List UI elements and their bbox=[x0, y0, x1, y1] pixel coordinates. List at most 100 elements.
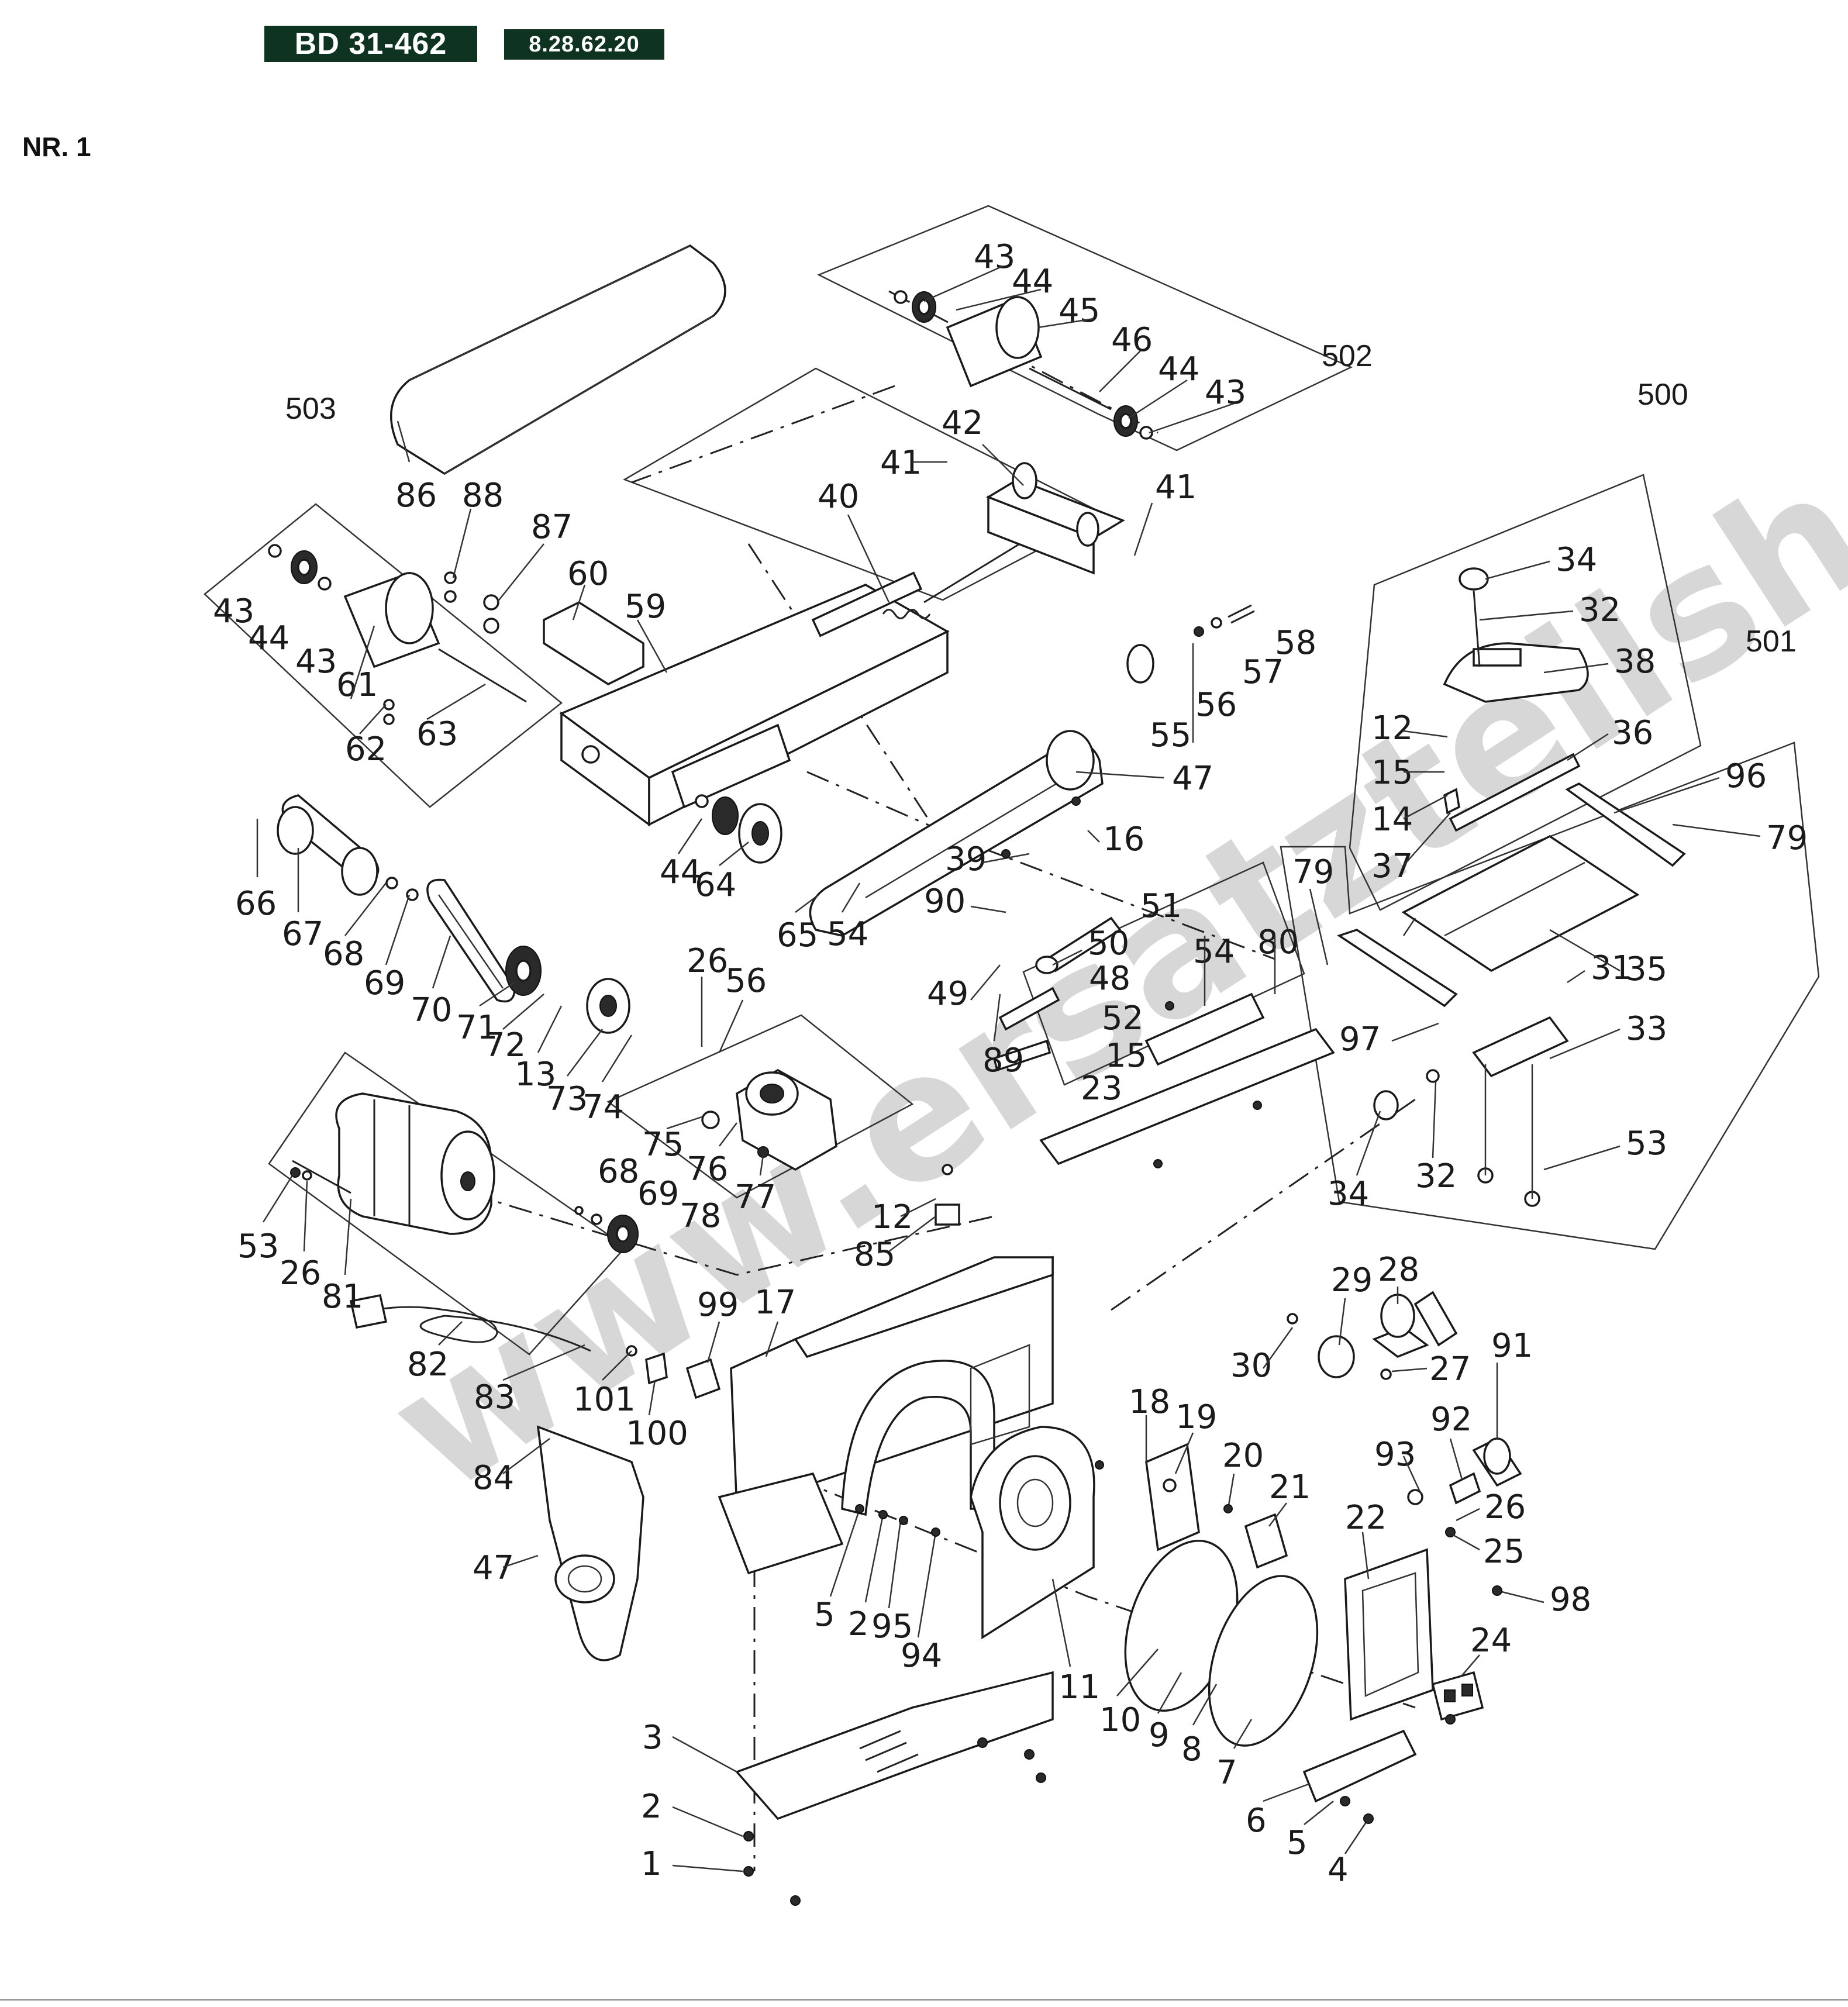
part-label-1: 1 bbox=[641, 1845, 662, 1883]
axis-upper bbox=[631, 385, 895, 484]
part-label-67: 67 bbox=[282, 915, 323, 953]
part-label-94: 94 bbox=[901, 1637, 942, 1675]
part-label-19: 19 bbox=[1175, 1398, 1217, 1436]
fasteners bbox=[743, 796, 1502, 1906]
part-label-28: 28 bbox=[1378, 1251, 1419, 1289]
base-cabinet bbox=[718, 1256, 1054, 1575]
group-500-outline bbox=[1349, 474, 1702, 911]
part-label-71: 71 bbox=[456, 1009, 498, 1047]
part-label-96: 96 bbox=[1725, 757, 1767, 795]
part-label-48: 48 bbox=[1089, 960, 1130, 998]
part-label-100: 100 bbox=[626, 1415, 688, 1453]
part-label-60: 60 bbox=[567, 555, 609, 593]
tension-bracket bbox=[986, 462, 1125, 575]
part-label-69: 69 bbox=[637, 1175, 679, 1213]
part-label-41: 41 bbox=[1155, 468, 1197, 506]
part-label-44: 44 bbox=[1158, 350, 1199, 388]
part-label-4: 4 bbox=[1328, 1851, 1349, 1889]
part-label-15: 15 bbox=[1371, 754, 1413, 792]
part-label-62: 62 bbox=[345, 730, 387, 768]
part-label-3: 3 bbox=[642, 1719, 663, 1757]
part-label-88: 88 bbox=[462, 477, 504, 515]
part-label-81: 81 bbox=[322, 1278, 363, 1316]
part-label-82: 82 bbox=[407, 1346, 449, 1384]
part-label-70: 70 bbox=[411, 991, 452, 1029]
part-label-11: 11 bbox=[1059, 1668, 1100, 1706]
article-code-badge: 8.28.62.20 bbox=[504, 29, 664, 60]
part-label-16: 16 bbox=[1103, 820, 1144, 858]
part-label-26: 26 bbox=[280, 1254, 321, 1292]
part-label-92: 92 bbox=[1430, 1401, 1472, 1439]
part-label-13: 13 bbox=[515, 1056, 556, 1094]
part-label-34: 34 bbox=[1556, 541, 1597, 579]
part-label-59: 59 bbox=[625, 588, 666, 626]
part-label-69: 69 bbox=[364, 964, 405, 1002]
group-501-outline bbox=[1280, 742, 1820, 1250]
front-pulley bbox=[695, 794, 782, 864]
part-label-14: 14 bbox=[1371, 801, 1413, 839]
part-label-101: 101 bbox=[573, 1381, 636, 1419]
part-label-46: 46 bbox=[1111, 321, 1153, 359]
part-label-21: 21 bbox=[1269, 1468, 1311, 1506]
part-label-51: 51 bbox=[1140, 887, 1182, 925]
part-label-63: 63 bbox=[416, 715, 458, 753]
switch-bracket bbox=[626, 1345, 721, 1399]
part-label-68: 68 bbox=[323, 935, 364, 973]
part-label-52: 52 bbox=[1102, 999, 1143, 1037]
part-label-64: 64 bbox=[695, 866, 736, 904]
part-label-65: 65 bbox=[777, 916, 818, 954]
part-label-79: 79 bbox=[1766, 819, 1808, 857]
platen-arm bbox=[809, 730, 1104, 937]
part-label-77: 77 bbox=[735, 1178, 776, 1216]
part-label-37: 37 bbox=[1371, 847, 1413, 885]
drive-belt bbox=[426, 878, 516, 1003]
part-label-20: 20 bbox=[1222, 1437, 1264, 1475]
clamp-knob bbox=[1126, 604, 1255, 684]
table-rail bbox=[1039, 992, 1335, 1165]
part-label-12: 12 bbox=[871, 1198, 913, 1236]
miter-gauge bbox=[1443, 567, 1589, 832]
part-label-2: 2 bbox=[641, 1788, 662, 1826]
part-label-43: 43 bbox=[213, 592, 254, 630]
tilt-link bbox=[992, 916, 1122, 1072]
part-label-18: 18 bbox=[1129, 1383, 1170, 1421]
part-label-84: 84 bbox=[473, 1459, 514, 1497]
work-table bbox=[1401, 834, 1640, 973]
part-label-80: 80 bbox=[1257, 923, 1299, 961]
part-label-22: 22 bbox=[1345, 1499, 1387, 1537]
drive-outline bbox=[606, 1014, 914, 1199]
part-label-33: 33 bbox=[1626, 1010, 1667, 1048]
small-pulley bbox=[574, 1206, 639, 1253]
switch-cylinder bbox=[1407, 1437, 1522, 1537]
part-label-72: 72 bbox=[484, 1026, 526, 1064]
group-502-outline bbox=[816, 205, 1353, 451]
base-plate bbox=[735, 1671, 1054, 1820]
group-label-501: 501 bbox=[1746, 625, 1797, 658]
part-label-56: 56 bbox=[1195, 686, 1237, 724]
part-label-12: 12 bbox=[1371, 709, 1413, 747]
group-503-outline bbox=[204, 503, 563, 808]
part-label-5: 5 bbox=[814, 1596, 835, 1634]
limit-switch bbox=[935, 1164, 960, 1226]
axis-table bbox=[1111, 1098, 1416, 1311]
motor bbox=[290, 1092, 495, 1235]
side-panel bbox=[1344, 1548, 1434, 1721]
part-label-86: 86 bbox=[395, 477, 437, 515]
axis-motor bbox=[467, 1192, 995, 1276]
part-label-7: 7 bbox=[1216, 1754, 1237, 1792]
part-label-87: 87 bbox=[531, 508, 573, 546]
part-label-29: 29 bbox=[1331, 1261, 1373, 1299]
part-label-75: 75 bbox=[642, 1126, 684, 1164]
part-label-45: 45 bbox=[1059, 292, 1100, 330]
part-label-61: 61 bbox=[336, 666, 378, 704]
on-off-switch bbox=[1431, 1671, 1484, 1721]
part-label-42: 42 bbox=[942, 404, 983, 442]
part-label-47: 47 bbox=[1172, 760, 1213, 798]
part-label-68: 68 bbox=[598, 1153, 639, 1191]
part-label-32: 32 bbox=[1415, 1157, 1457, 1195]
disc-housing bbox=[970, 1426, 1095, 1640]
part-label-38: 38 bbox=[1614, 643, 1656, 681]
page-number: NR. 1 bbox=[22, 132, 91, 162]
part-label-36: 36 bbox=[1612, 714, 1653, 752]
part-label-74: 74 bbox=[582, 1088, 624, 1126]
